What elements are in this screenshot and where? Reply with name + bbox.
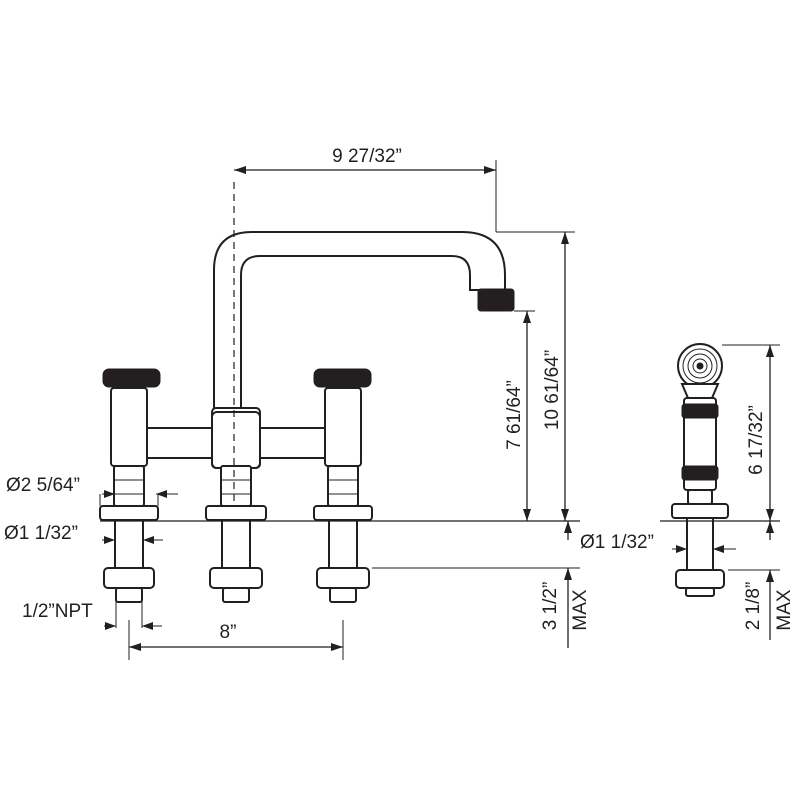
dim-spout-reach: 9 27/32” xyxy=(234,146,497,232)
spray-height-label: 6 17/32” xyxy=(746,405,767,475)
dim-handle-base-dia: Ø2 5/64” xyxy=(6,475,178,506)
max-deck-label: 3 1/2” xyxy=(540,582,561,631)
side-spray xyxy=(671,343,729,597)
spray-shank-dia-label: Ø1 1/32” xyxy=(580,532,654,553)
right-npt xyxy=(329,587,357,603)
left-mount-nut xyxy=(103,567,155,589)
left-shank xyxy=(114,519,144,569)
spray-max-deck-unit: MAX xyxy=(774,589,795,631)
spray-grip-bottom xyxy=(681,465,719,481)
dim-shank-dia: Ø1 1/32” xyxy=(4,523,163,544)
left-flange xyxy=(99,505,159,521)
right-valve-body xyxy=(324,387,362,467)
spout-reach-label: 9 27/32” xyxy=(332,146,402,167)
spray-max-deck-label: 2 1/8” xyxy=(743,582,764,631)
max-deck-unit: MAX xyxy=(570,589,591,631)
spray-neck xyxy=(680,383,720,399)
dim-npt: 1/2”NPT xyxy=(22,601,162,630)
spray-grip-top xyxy=(681,403,719,419)
center-shank xyxy=(221,519,251,569)
shank-dia-label: Ø1 1/32” xyxy=(4,523,78,544)
right-handle-cross xyxy=(313,368,372,388)
center-hub xyxy=(211,411,261,469)
handle-base-dia-label: Ø2 5/64” xyxy=(6,475,80,496)
center-npt xyxy=(222,587,250,603)
left-handle xyxy=(99,368,161,603)
left-npt xyxy=(115,587,143,603)
left-handle-cross xyxy=(102,368,161,388)
dim-spray-height: 6 17/32” xyxy=(722,344,780,521)
spray-shank xyxy=(686,517,714,571)
dim-spray-shank-dia: Ø1 1/32” xyxy=(580,532,736,553)
spray-base xyxy=(685,587,715,597)
center-mount-nut xyxy=(209,567,263,589)
dim-spray-max-deck: 2 1/8” MAX xyxy=(728,521,795,640)
center-flange xyxy=(205,505,267,521)
overall-height-label: 10 61/64” xyxy=(542,350,563,430)
dim-max-deck: 3 1/2” MAX xyxy=(372,520,591,648)
left-nut xyxy=(113,465,145,507)
right-flange xyxy=(313,505,373,521)
spout-height-label: 7 61/64” xyxy=(504,380,525,450)
bridge-faucet xyxy=(99,231,515,603)
center-spread-label: 8” xyxy=(220,622,237,643)
right-nut xyxy=(327,465,359,507)
right-shank xyxy=(328,519,358,569)
dim-overall-height: 10 61/64” xyxy=(496,231,575,521)
right-handle xyxy=(313,368,373,603)
left-valve-body xyxy=(110,387,148,467)
right-mount-nut xyxy=(316,567,370,589)
npt-label: 1/2”NPT xyxy=(22,601,93,622)
spray-flange xyxy=(671,503,729,519)
spray-collar xyxy=(687,489,713,505)
center-mount xyxy=(205,465,267,603)
dim-spout-height: 7 61/64” xyxy=(504,310,535,521)
dim-center-spread: 8” xyxy=(128,620,344,660)
aerator xyxy=(477,288,515,312)
spray-mount-nut xyxy=(675,569,725,589)
center-nut xyxy=(220,465,252,507)
